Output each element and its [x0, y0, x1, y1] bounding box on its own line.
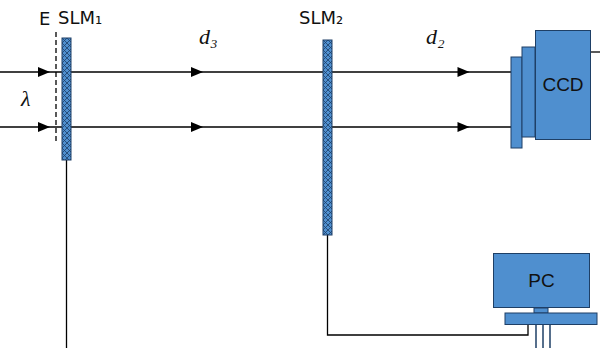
- input-beam: [0, 71, 62, 72]
- ccd-camera: CCD: [535, 30, 591, 140]
- box-label: CCD: [535, 74, 591, 96]
- arrowhead: [458, 122, 470, 132]
- device-label: SLM₂: [299, 7, 343, 28]
- pc-cable: [542, 325, 544, 348]
- wavelength-label: λ: [19, 88, 33, 110]
- monitor: [494, 254, 590, 308]
- box-label: PC: [493, 270, 590, 292]
- light-beam: [332, 67, 535, 77]
- light-beam: [71, 67, 323, 77]
- arrowhead: [38, 122, 50, 132]
- slm-body: [323, 40, 332, 235]
- ccd-collar: [522, 47, 535, 137]
- light-beam: [332, 122, 535, 132]
- arrowhead: [38, 67, 50, 77]
- ccd-body: [536, 31, 591, 140]
- pc-computer: PC: [493, 253, 598, 325]
- dashed-plane: [55, 32, 56, 142]
- distance-label: d₂: [424, 26, 447, 48]
- slm-plate: SLM₂: [323, 40, 332, 235]
- node-shape: [323, 40, 332, 235]
- arrowhead: [458, 67, 470, 77]
- distance-label: d₃: [197, 26, 220, 48]
- light-beam: [71, 122, 323, 132]
- node-shape: [62, 38, 71, 160]
- pc-cable: [549, 325, 551, 348]
- input-beam: [0, 126, 62, 127]
- slm-body: [62, 38, 71, 160]
- ccd-cable: [591, 51, 600, 52]
- connector-line: [332, 126, 535, 127]
- slm-plate: SLM₁: [62, 38, 71, 160]
- pc-cable: [535, 325, 537, 348]
- connector-line: [332, 71, 535, 72]
- arrowhead: [191, 122, 203, 132]
- device-label: SLM₁: [58, 7, 102, 28]
- control-wire: [66, 160, 67, 348]
- pc-base: [505, 313, 597, 325]
- slm-hatch: [323, 40, 332, 235]
- monitor-neck: [534, 308, 548, 313]
- ccd-filter-plate: [511, 57, 522, 148]
- slm-hatch: [62, 38, 71, 160]
- plane-label: E: [39, 8, 50, 29]
- arrowhead: [191, 67, 203, 77]
